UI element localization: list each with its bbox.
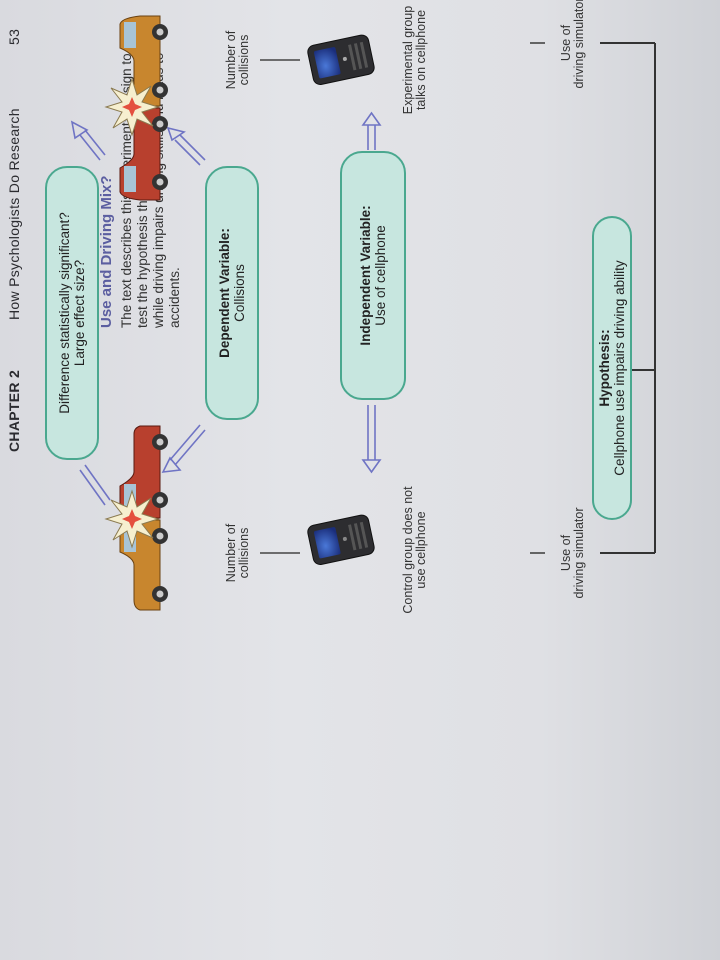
orange-car-icon [119,15,168,107]
independent-variable-title: Independent Variable: [358,205,373,346]
arrow-dv-to-control-crash [161,424,206,473]
analysis-line2: Large effect size? [72,259,87,367]
red-car-icon [119,425,168,519]
short-connector-lines [260,42,545,554]
crash-burst-icon [104,489,160,549]
dependent-variable-box: Dependent Variable: Collisions [205,166,259,420]
analysis-line1: Difference statistically significant? [57,212,72,414]
dependent-variable-title: Dependent Variable: [217,228,232,358]
hypothesis-box: Hypothesis: Cellphone use impairs drivin… [592,216,632,520]
car-crash-icon-experimental [104,15,168,201]
arrow-to-experimental [361,111,382,150]
arrow-dv-to-experimental-crash [166,126,206,166]
independent-variable-text: Use of cellphone [373,225,388,326]
dependent-variable-text: Collisions [232,264,247,322]
independent-variable-box: Independent Variable: Use of cellphone [340,151,406,400]
crash-burst-icon [104,77,160,137]
arrow-control-crash-to-analysis [79,464,111,506]
analysis-box: Difference statistically significant? La… [45,166,99,460]
hypothesis-text: Cellphone use impairs driving ability [612,260,627,476]
cellphone-icon-control [307,514,375,565]
dv-arrows [70,120,206,506]
arrow-to-control [361,405,382,474]
car-crash-icon-control [104,425,168,611]
iv-arrows [361,111,382,474]
hypothesis-title: Hypothesis: [597,329,612,407]
cellphone-icon-experimental [307,34,375,85]
arrow-experimental-crash-to-analysis [70,120,106,161]
hypothesis-tree-connector [600,42,656,554]
